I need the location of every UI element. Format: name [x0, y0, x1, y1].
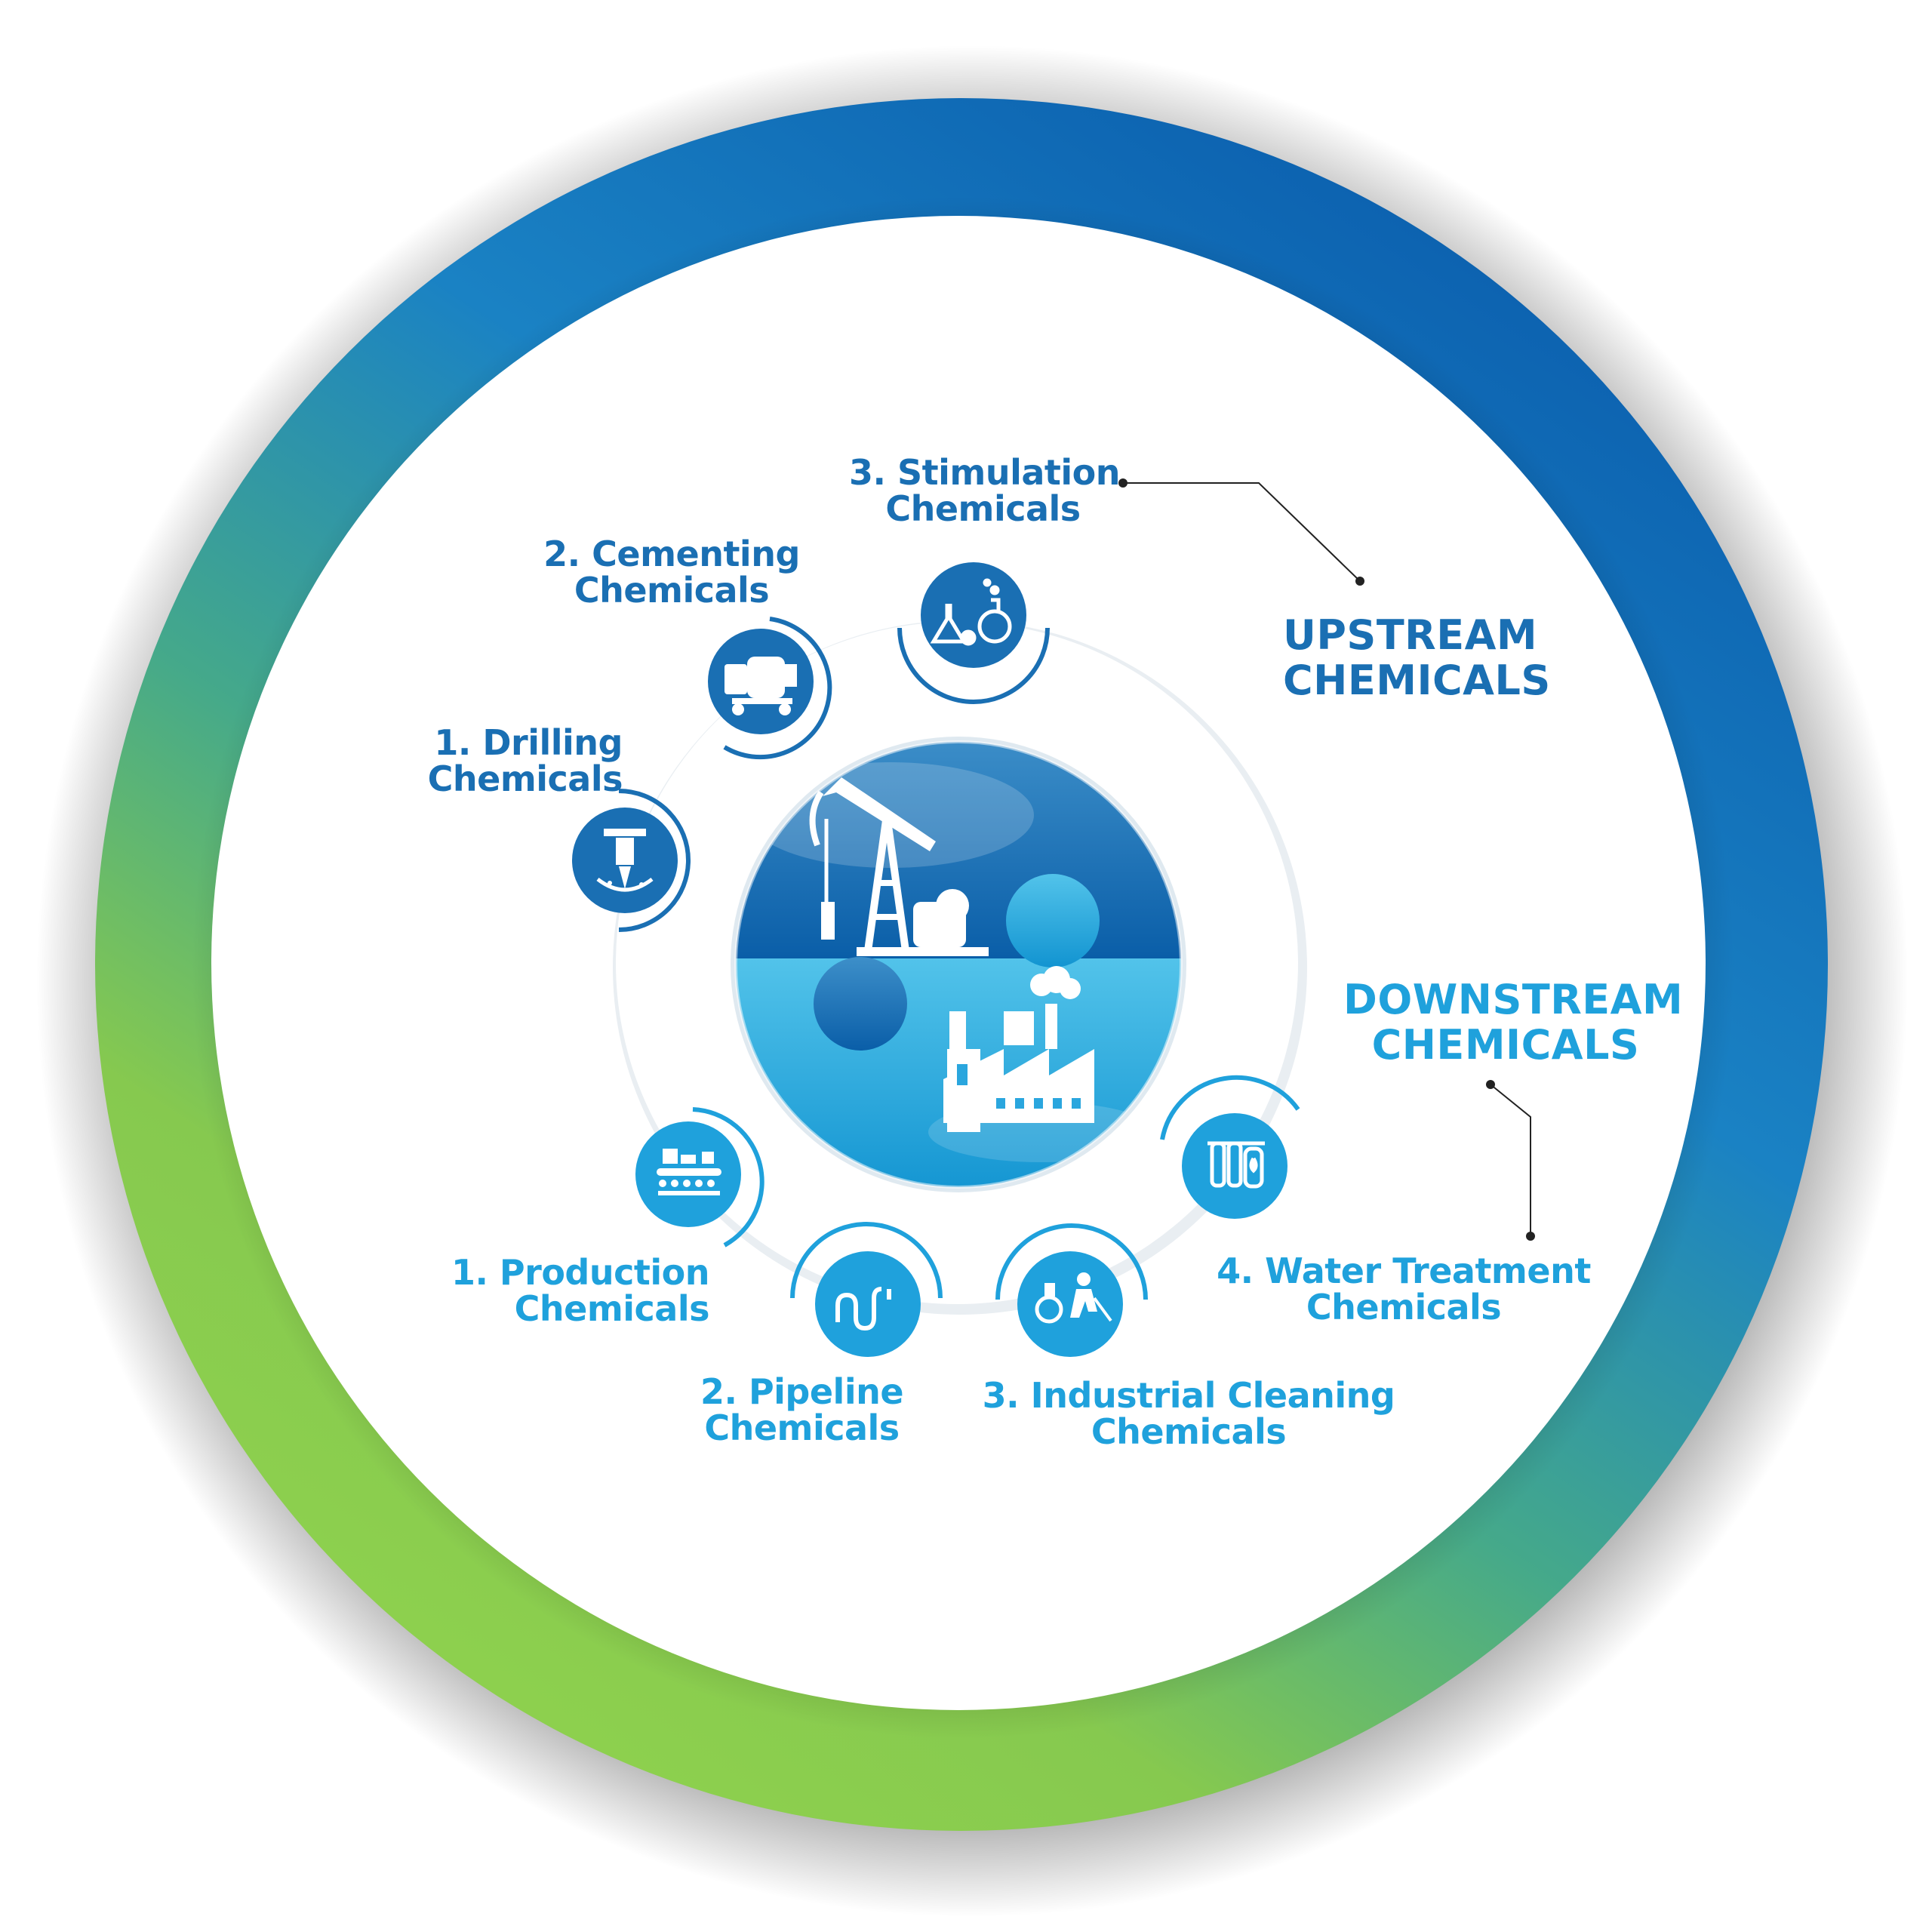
downstream-item-pipeline: [790, 1222, 943, 1357]
label-production: 1. Production Chemicals: [451, 1252, 710, 1329]
label-industrial-cleaning: 3. Industrial Cleaning Chemicals: [982, 1375, 1395, 1452]
label-pipeline: 2. Pipeline Chemicals: [700, 1371, 904, 1448]
cleaning-worker-icon: [1035, 1272, 1112, 1324]
oil-pumpjack-icon: [809, 777, 989, 956]
downstream-connector: [1486, 1080, 1535, 1241]
water-filter-icon: [1208, 1141, 1265, 1189]
upstream-item-cementing: [708, 617, 832, 760]
upstream-item-drilling: [572, 789, 691, 932]
pipeline-icon: [835, 1287, 891, 1331]
label-stimulation: 3. Stimulation Chemicals: [849, 452, 1120, 529]
downstream-item-water-treatment: [1160, 1075, 1300, 1219]
downstream-heading: DOWNSTREAM CHEMICALS: [1343, 976, 1684, 1069]
drill-icon: [596, 829, 654, 892]
upstream-connector: [1118, 478, 1364, 586]
label-drilling: 1. Drilling Chemicals: [427, 722, 623, 799]
lab-flask-icon: [930, 578, 1012, 646]
factory-icon: [943, 966, 1094, 1132]
label-cementing: 2. Cementing Chemicals: [543, 534, 800, 611]
label-water-treatment: 4. Water Treatment Chemicals: [1217, 1251, 1591, 1327]
cement-mixer-icon: [724, 657, 797, 715]
upstream-heading: UPSTREAM CHEMICALS: [1283, 611, 1551, 704]
upstream-item-stimulation: [897, 562, 1050, 704]
downstream-item-production: [635, 1107, 764, 1247]
downstream-item-industrial-cleaning: [995, 1223, 1148, 1357]
conveyor-icon: [657, 1149, 721, 1195]
